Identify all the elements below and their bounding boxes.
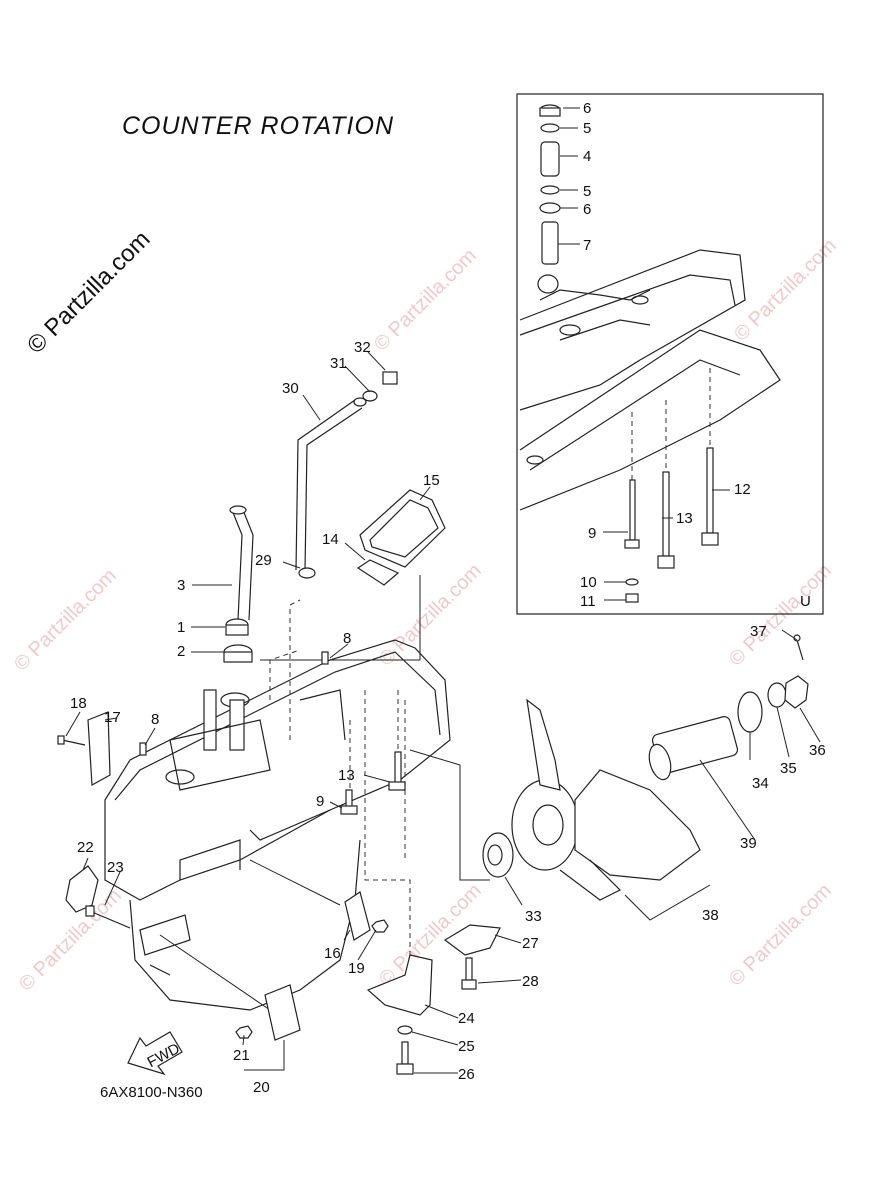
diagram-code: 6AX8100-N360 <box>100 1084 203 1101</box>
part-label: 7 <box>583 237 591 254</box>
part-label: 3 <box>177 577 185 594</box>
part-label: 9 <box>588 525 596 542</box>
part-label: 23 <box>107 859 124 876</box>
part-label: 38 <box>702 907 719 924</box>
part-label: 35 <box>780 760 797 777</box>
part-label: 33 <box>525 908 542 925</box>
small-parts <box>57 371 809 1075</box>
reference-lines <box>159 575 490 1011</box>
part-label: 30 <box>282 380 299 397</box>
part-label: 13 <box>676 510 693 527</box>
part-label: 22 <box>77 839 94 856</box>
part-label: 13 <box>338 767 355 784</box>
part-label: 14 <box>322 531 339 548</box>
part-label: 15 <box>423 472 440 489</box>
part-label: 19 <box>348 960 365 977</box>
part-label: 24 <box>458 1010 475 1027</box>
part-label: 18 <box>70 695 87 712</box>
diagram-title: COUNTER ROTATION <box>122 112 395 140</box>
part-label: 39 <box>740 835 757 852</box>
part-label: 32 <box>354 339 371 356</box>
part-label: 28 <box>522 973 539 990</box>
part-label: 29 <box>255 552 272 569</box>
fwd-arrow-icon: FWD <box>127 1031 183 1076</box>
part-label: 6 <box>583 100 591 117</box>
inset-mark: U <box>800 593 811 610</box>
part-labels: 6 5 4 5 6 7 9 10 11 13 12 U 32 31 30 15 … <box>70 100 826 1096</box>
lower-casing <box>104 639 451 1011</box>
leader-lines <box>65 107 821 1074</box>
part-label: 9 <box>316 793 324 810</box>
part-label: 8 <box>343 630 351 647</box>
part-label: 21 <box>233 1047 250 1064</box>
part-label: 37 <box>750 623 767 640</box>
water-tubes <box>229 397 367 621</box>
part-label: 12 <box>734 481 751 498</box>
part-label: 26 <box>458 1066 475 1083</box>
part-label: 16 <box>324 945 341 962</box>
part-label: 4 <box>583 148 591 165</box>
part-label: 1 <box>177 619 185 636</box>
part-label: 8 <box>151 711 159 728</box>
inset-box <box>516 93 824 615</box>
inset-bolts <box>624 368 719 603</box>
part-label: 6 <box>583 201 591 218</box>
part-label: 25 <box>458 1038 475 1055</box>
inset-part-stack <box>537 104 561 294</box>
part-label: 11 <box>580 593 596 610</box>
part-label: 36 <box>809 742 826 759</box>
part-label: 10 <box>580 574 597 591</box>
part-label: 34 <box>752 775 769 792</box>
part-label: 5 <box>583 183 591 200</box>
propeller <box>511 698 701 901</box>
part-label: 5 <box>583 120 591 137</box>
part-label: 2 <box>177 643 185 660</box>
part-label: 17 <box>104 709 121 726</box>
inset-housing <box>519 249 781 511</box>
part-label: 20 <box>253 1079 270 1096</box>
part-label: 31 <box>330 355 347 372</box>
part-label: 27 <box>522 935 539 952</box>
